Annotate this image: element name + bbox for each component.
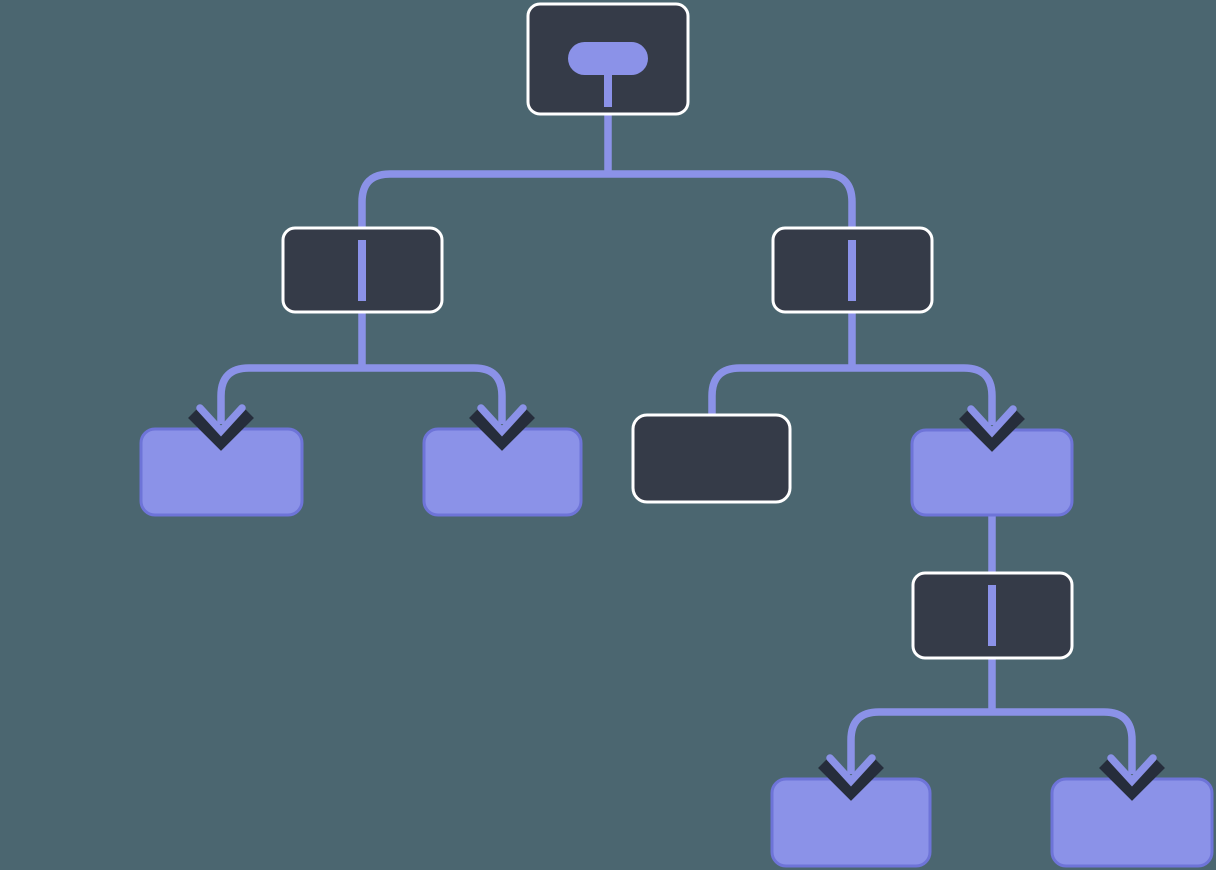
edge-root-branches bbox=[358, 170, 856, 228]
chevron-arrow-icon bbox=[818, 754, 884, 801]
root-pill-icon bbox=[568, 42, 648, 107]
chevron-arrow-icon bbox=[959, 405, 1025, 452]
chevron-arrow-icon bbox=[1099, 754, 1165, 801]
node-leaf-dark[interactable] bbox=[631, 413, 792, 504]
edges bbox=[217, 112, 1136, 774]
vertical-bar-icon bbox=[848, 240, 856, 301]
vertical-bar-icon bbox=[358, 240, 366, 301]
edge-branch-right-leaves bbox=[708, 364, 996, 425]
node-root[interactable] bbox=[526, 2, 690, 116]
vertical-bar-icon bbox=[988, 585, 996, 646]
node-branch-right[interactable] bbox=[771, 226, 934, 314]
node-leaf-dark-box[interactable] bbox=[631, 413, 792, 504]
chevron-arrow-icon bbox=[469, 404, 535, 451]
chevron-arrow-icon bbox=[188, 404, 254, 451]
edge-branch-left-leaves bbox=[217, 364, 506, 424]
arrowheads bbox=[188, 404, 1165, 801]
edge-branch-bottom-leaves bbox=[847, 708, 1136, 774]
node-branch-left[interactable] bbox=[281, 226, 444, 314]
node-branch-bottom[interactable] bbox=[911, 571, 1074, 660]
